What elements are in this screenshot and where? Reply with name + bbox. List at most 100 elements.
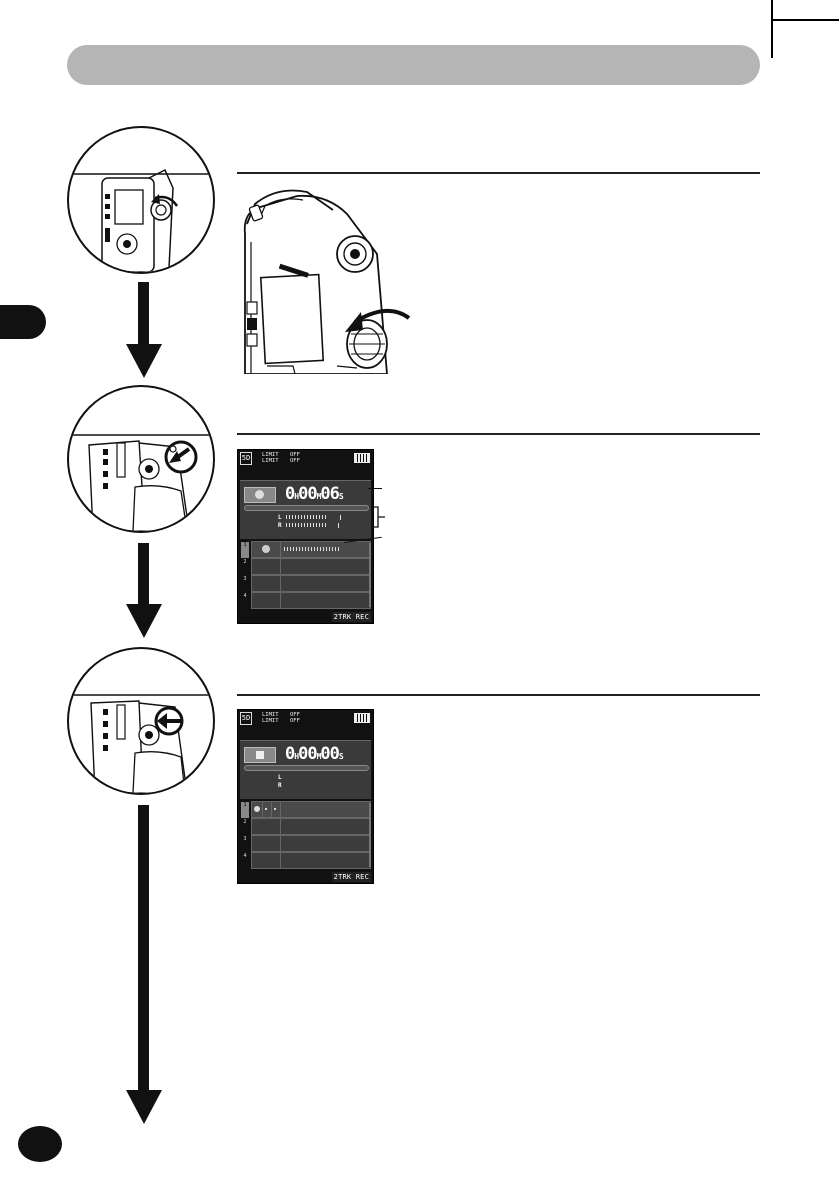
counter-minutes-unit: M (316, 752, 322, 761)
counter-seconds-unit: S (338, 492, 344, 501)
small-dot-icon (265, 808, 267, 810)
track-row (251, 818, 371, 835)
track-row (251, 592, 371, 609)
track-list: 1 2 3 4 (240, 540, 371, 610)
level-meter-left (286, 515, 328, 519)
track-list: 1 2 3 4 (240, 800, 371, 870)
counter-minutes-unit: M (316, 492, 322, 501)
track-number: 3 (243, 576, 247, 582)
track-cell (252, 836, 281, 851)
chapter-tab (0, 305, 46, 339)
limit-label-1: LIMIT (262, 452, 279, 458)
progress-bar (244, 505, 369, 511)
peak-right (338, 523, 339, 528)
channel-right-label: R (278, 522, 282, 529)
lcd-screen-recording: 5D LIMIT LIMIT OFF OFF 0H00M06S L R 1 2 … (237, 449, 374, 624)
lcd-status-bar: 5D LIMIT LIMIT OFF OFF (238, 710, 373, 726)
mode-badge: 5D (240, 452, 252, 465)
track-cell (271, 802, 281, 817)
crop-mark-top-horizontal (771, 19, 839, 21)
limit-label-1: LIMIT (262, 712, 279, 718)
section-title-bar (67, 45, 760, 85)
step1-rule (237, 172, 760, 174)
track-cell (252, 802, 263, 817)
press-stop-thumbnail-icon (69, 694, 213, 793)
stop-square-icon (256, 751, 264, 759)
lcd-screen-stopped: 5D LIMIT LIMIT OFF OFF 0H00M00S L R 1 2 … (237, 709, 374, 884)
channel-right-label: R (278, 782, 282, 789)
lcd-main-panel: 0H00M06S L R (240, 480, 371, 539)
arrow-down-icon (126, 344, 162, 378)
flow-arrow-1-shaft (138, 282, 149, 344)
lcd-band (240, 467, 371, 479)
callout-counter (368, 488, 382, 490)
track-number: 3 (243, 836, 247, 842)
limit-label-2: LIMIT (262, 718, 279, 724)
step3-thumbnail (67, 647, 215, 795)
progress-bar (244, 765, 369, 771)
recorder-dial-rotate-icon (243, 189, 411, 374)
record-dot-icon (254, 806, 260, 812)
stop-indicator (244, 747, 276, 763)
counter-hours-unit: H (294, 492, 299, 501)
off-label-2: OFF (290, 718, 300, 724)
counter-seconds: 00 (320, 744, 340, 764)
flow-arrow-2-shaft (138, 543, 149, 605)
counter-minutes: 00 (298, 744, 318, 764)
track-scrollbar (369, 803, 371, 867)
record-indicator (244, 487, 276, 503)
counter-seconds: 06 (320, 484, 340, 504)
step2-rule (237, 433, 760, 435)
channel-left-label: L (278, 514, 282, 521)
track-cell (252, 542, 281, 557)
track-number: 1 (241, 542, 249, 558)
press-record-thumbnail-icon (69, 434, 213, 531)
time-counter: 0H00M00S (285, 744, 344, 767)
track-level-meter (284, 547, 340, 551)
track-number: 2 (243, 819, 247, 825)
record-dot-icon (255, 490, 264, 499)
track-row (251, 575, 371, 592)
battery-icon (354, 453, 370, 463)
track-number: 4 (243, 853, 247, 859)
lcd-band (240, 727, 371, 739)
counter-seconds-unit: S (338, 752, 344, 761)
track-row (251, 835, 371, 852)
track-cell (252, 593, 281, 608)
track-number: 1 (241, 802, 249, 818)
counter-minutes: 00 (298, 484, 318, 504)
track-row (251, 801, 371, 818)
step1-thumbnail (67, 126, 215, 274)
mode-label: 2TRK REC (331, 612, 371, 622)
lcd-main-panel: 0H00M00S L R (240, 740, 371, 799)
crop-mark-top-vertical (771, 0, 773, 58)
lcd-status-bar: 5D LIMIT LIMIT OFF OFF (238, 450, 373, 466)
off-label-1: OFF (290, 712, 300, 718)
page-number-badge (18, 1126, 62, 1162)
callout-bracket-meter (372, 506, 385, 528)
off-label-2: OFF (290, 458, 300, 464)
track-scrollbar (369, 543, 371, 607)
track-row (251, 852, 371, 869)
battery-icon (354, 713, 370, 723)
mode-label: 2TRK REC (331, 872, 371, 882)
track-row (251, 541, 371, 558)
counter-hours: 0 (285, 744, 295, 764)
track-cell (262, 802, 272, 817)
flow-arrow-3-shaft (138, 805, 149, 1091)
arrow-down-icon (126, 604, 162, 638)
track-cell (252, 559, 281, 574)
track-number: 4 (243, 593, 247, 599)
counter-hours: 0 (285, 484, 295, 504)
track-row (251, 558, 371, 575)
step3-rule (237, 694, 760, 696)
track-cell (252, 576, 281, 591)
channel-left-label: L (278, 774, 282, 781)
limit-label-2: LIMIT (262, 458, 279, 464)
track-number: 2 (243, 559, 247, 565)
counter-hours-unit: H (294, 752, 299, 761)
arrow-down-icon (126, 1090, 162, 1124)
recorder-dial-thumbnail-icon (69, 168, 213, 272)
step2-thumbnail (67, 385, 215, 533)
record-dot-icon (262, 545, 270, 553)
